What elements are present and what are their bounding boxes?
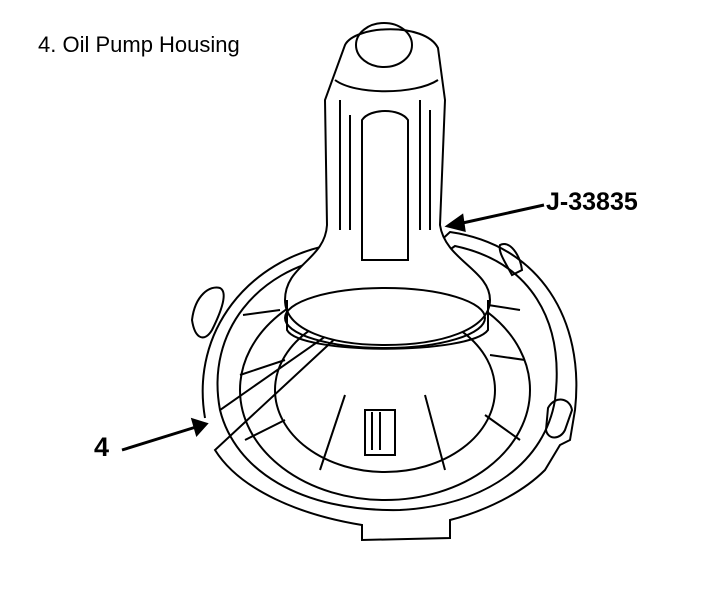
tool-leader-line xyxy=(457,203,545,226)
tool-flute-right xyxy=(419,100,431,230)
tool-callout-label: J-33835 xyxy=(546,188,638,216)
j-33835-tool xyxy=(283,22,492,350)
part-leader-line xyxy=(121,425,197,452)
housing-ribs xyxy=(239,304,526,471)
tool-flute-left xyxy=(339,100,351,230)
tool-body xyxy=(283,28,492,347)
part-arrowhead xyxy=(190,417,209,438)
part-callout-label: 4 xyxy=(94,432,110,462)
tool-collar xyxy=(286,300,489,350)
housing-tabs xyxy=(190,243,574,439)
tool-arrowhead xyxy=(444,213,466,232)
tool-flute-center xyxy=(361,110,409,261)
housing-outer-rim xyxy=(201,230,578,542)
tool-cap-top xyxy=(355,22,413,68)
tool-cap-edge xyxy=(334,79,439,93)
callout-arrows xyxy=(121,203,545,452)
figure-caption: 4. Oil Pump Housing xyxy=(38,32,240,57)
